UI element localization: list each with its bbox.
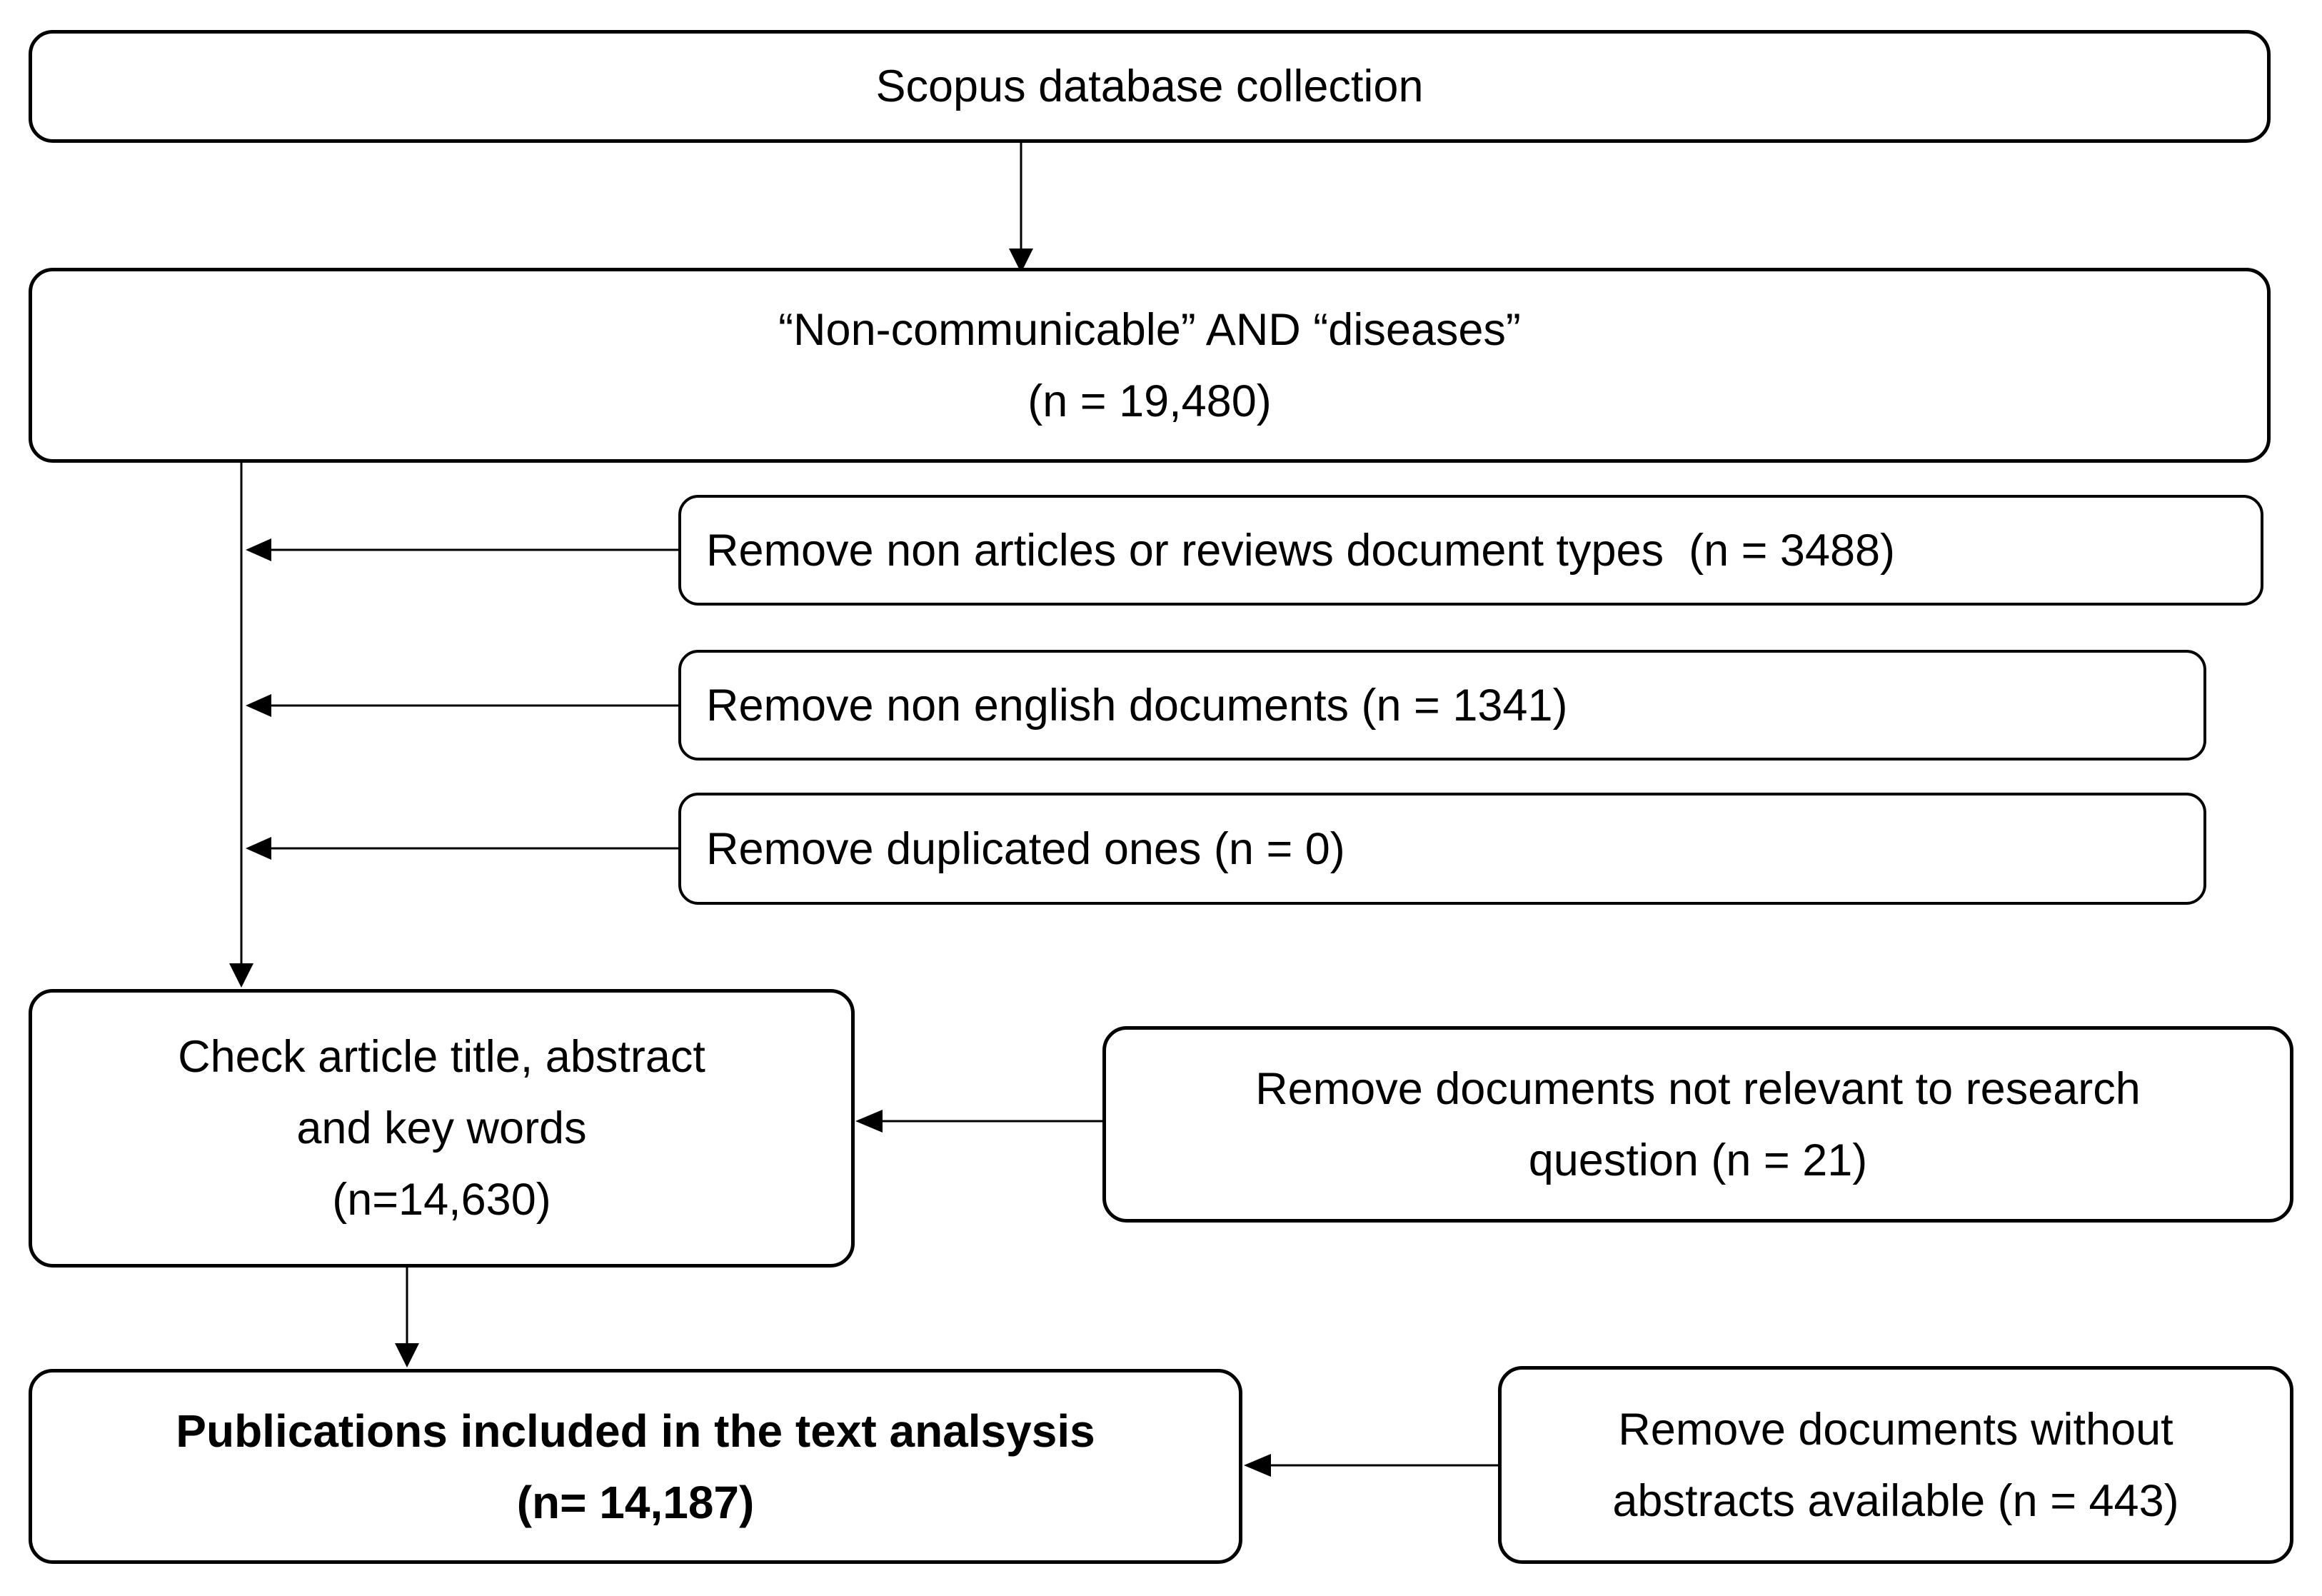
- box-check-text-line3: (n=14,630): [332, 1175, 551, 1225]
- box-publications-text-line1: Publications included in the text analsy…: [176, 1405, 1095, 1457]
- arrow-no-abstracts-to-publications-head: [1244, 1454, 1271, 1477]
- arrow-remove-duplicated-head: [246, 837, 271, 860]
- box-remove-not-relevant-text-line1: Remove documents not relevant to researc…: [1255, 1063, 2141, 1114]
- box-remove-no-abstracts-text-line1: Remove documents without: [1618, 1404, 2173, 1455]
- box-remove-duplicated: Remove duplicated ones (n = 0): [678, 793, 2206, 905]
- box-search-query-text-line1: “Non-communicable” AND “diseases”: [778, 304, 1521, 355]
- box-remove-no-abstracts-text-line2: abstracts available (n = 443): [1612, 1475, 2179, 1526]
- box-remove-non-english: Remove non english documents (n = 1341): [678, 650, 2206, 761]
- arrow-remove-doc-types-head: [246, 538, 271, 561]
- box-remove-duplicated-text: Remove duplicated ones (n = 0): [706, 823, 1345, 874]
- box-remove-doc-types-text: Remove non articles or reviews document …: [706, 525, 1896, 576]
- box-publications-text-line2: (n= 14,187): [516, 1476, 755, 1528]
- box-remove-no-abstracts: Remove documents without abstracts avail…: [1498, 1366, 2293, 1564]
- arrow-not-relevant-to-check-head: [855, 1110, 883, 1133]
- box-search-query: “Non-communicable” AND “diseases” (n = 1…: [29, 268, 2271, 463]
- arrow-check-to-publications-head: [395, 1343, 419, 1367]
- box-check-text-line2: and key words: [296, 1103, 587, 1153]
- arrow-remove-non-english-head: [246, 694, 271, 717]
- box-remove-non-english-text: Remove non english documents (n = 1341): [706, 680, 1568, 731]
- box-publications-included: Publications included in the text analsy…: [29, 1369, 1242, 1564]
- box-remove-doc-types: Remove non articles or reviews document …: [678, 495, 2263, 606]
- box-check-text-line1: Check article title, abstract: [178, 1032, 705, 1082]
- box-scopus-database: Scopus database collection: [29, 30, 2271, 143]
- box-scopus-database-text: Scopus database collection: [875, 61, 1424, 111]
- box-search-query-text-line2: (n = 19,480): [1027, 376, 1272, 426]
- box-remove-not-relevant-text-line2: question (n = 21): [1528, 1135, 1868, 1185]
- box-check-title-abstract: Check article title, abstract and key wo…: [29, 989, 855, 1268]
- rail-query-to-check-head: [229, 963, 253, 988]
- box-remove-not-relevant: Remove documents not relevant to researc…: [1102, 1026, 2293, 1223]
